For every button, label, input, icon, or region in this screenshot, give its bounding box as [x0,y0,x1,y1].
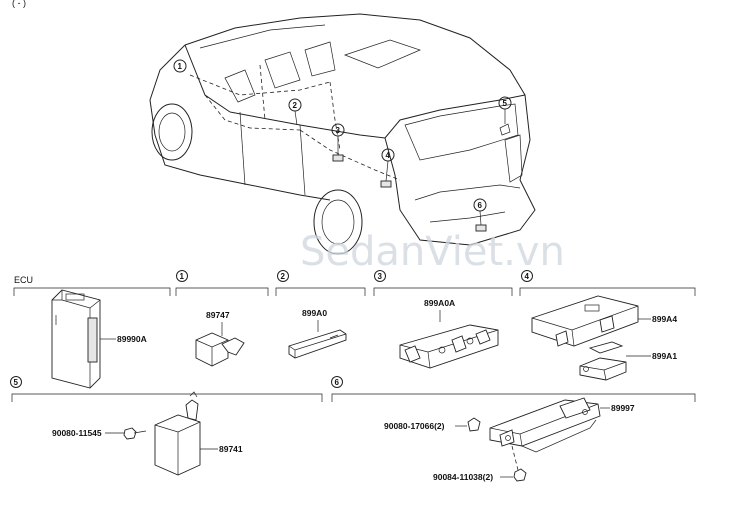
svg-text:899A4: 899A4 [652,314,677,324]
svg-text:1: 1 [178,62,183,71]
vehicle-marker-1: 1 [173,59,187,73]
vehicle-marker-4: 4 [381,148,395,182]
section-ecu: ECU [13,275,171,296]
svg-text:ECU: ECU [14,275,33,285]
part-899A4: 899A4 [531,295,677,347]
svg-text:5: 5 [14,378,19,387]
svg-text:90080-17066(2): 90080-17066(2) [384,421,445,431]
vehicle-illustration [149,13,536,255]
section-6: 6 [331,376,696,402]
section-3: 3 [373,270,513,296]
svg-text:899A0: 899A0 [302,308,327,318]
svg-text:899A1: 899A1 [652,351,677,361]
svg-text:90084-11038(2): 90084-11038(2) [433,472,493,482]
part-89747: 89747 [195,310,245,367]
section-1: 1 [175,270,269,296]
svg-text:5: 5 [503,99,508,108]
svg-text:1: 1 [180,272,185,281]
part-89741: 89741 [154,391,243,476]
svg-text:3: 3 [336,126,341,135]
part-899A0A: 899A0A [399,298,499,369]
part-bolt-90084-11038: 90084-11038(2) [433,445,527,482]
svg-text:89747: 89747 [206,310,230,320]
watermark-text: SedanViet.vn [300,229,565,275]
part-89997: 89997 [489,397,635,453]
section-5: 5 [10,376,323,402]
svg-text:89997: 89997 [611,403,635,413]
svg-text:6: 6 [478,201,483,210]
section-2: 2 [275,270,366,296]
vehicle-marker-3: 3 [331,123,345,155]
part-89990A-ecu: 89990A [51,289,147,389]
svg-text:4: 4 [525,272,530,281]
vehicle-marker-5: 5 [498,96,512,124]
svg-text:6: 6 [335,378,340,387]
svg-text:2: 2 [281,272,286,281]
svg-text:90080-11545: 90080-11545 [52,428,102,438]
part-899A0: 899A0 [288,308,347,359]
svg-text:89990A: 89990A [117,334,147,344]
svg-text:2: 2 [293,101,298,110]
vehicle-marker-6: 6 [473,198,487,226]
part-bolt-90080-11545: 90080-11545 [52,427,147,440]
svg-text:89741: 89741 [219,444,243,454]
header-fragment: ( - ) [12,0,26,8]
vehicle-marker-2: 2 [288,98,302,126]
svg-text:3: 3 [378,272,383,281]
part-bolt-90080-17066: 90080-17066(2) [384,417,481,432]
svg-text:4: 4 [386,151,391,160]
part-899A1: 899A1 [579,341,677,381]
section-4: 4 [519,270,696,296]
svg-text:899A0A: 899A0A [424,298,455,308]
